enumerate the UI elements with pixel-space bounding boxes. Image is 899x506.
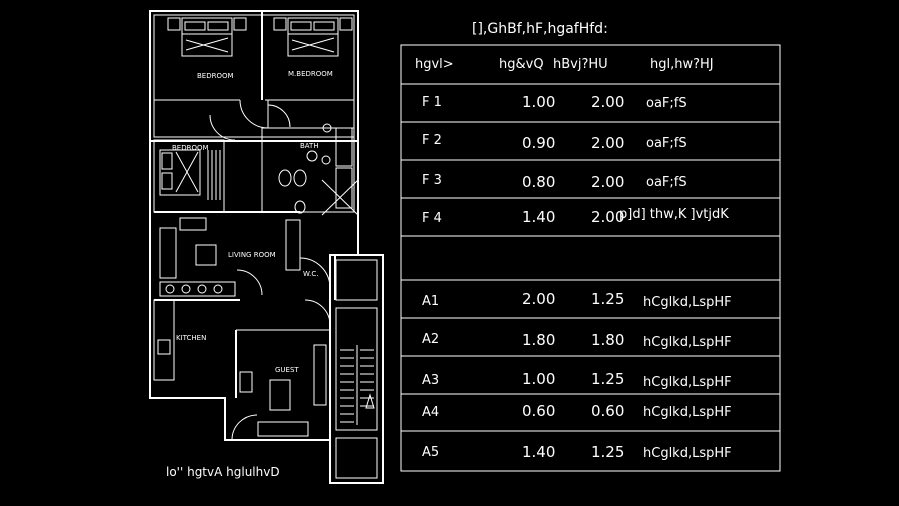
bed-icon [159, 149, 201, 196]
room-label-bedroom2: BEDROOM [172, 144, 209, 152]
schedule-title: [],GhBf,hF,hgafHfd: [472, 21, 608, 37]
sink-icon [306, 150, 318, 162]
header-width: hg&vQ [499, 57, 544, 72]
toilet-icon [293, 169, 307, 187]
row-width: 1.00 [522, 93, 555, 111]
row-material: hCglkd,LspHF [643, 446, 732, 461]
row-width: 1.00 [522, 370, 555, 388]
table-row: A4 0.60 0.60 hCglkd,LspHF [422, 402, 732, 420]
row-code: F 1 [422, 95, 442, 110]
row-material: oaF;fS [646, 96, 687, 111]
table-row: A5 1.40 1.25 hCglkd,LspHF [422, 443, 732, 461]
sofa-icon [239, 344, 327, 437]
table-row: F 4 1.40 2.00 p]d] thw,K ]vtjdK [422, 207, 729, 226]
door-swing [304, 299, 331, 326]
row-code: F 3 [422, 173, 442, 188]
row-code: A2 [422, 332, 439, 347]
kitchen-counter [153, 299, 175, 381]
room-label-guest: GUEST [275, 366, 299, 374]
table-row: A1 2.00 1.25 hCglkd,LspHF [422, 290, 732, 310]
row-width: 2.00 [522, 290, 555, 308]
row-width: 1.80 [522, 331, 555, 349]
table-border [400, 44, 781, 472]
stair-treads [340, 345, 375, 425]
row-height: 2.00 [591, 134, 624, 152]
row-material: hCglkd,LspHF [643, 375, 732, 390]
room-label-bedroom: BEDROOM [197, 72, 234, 80]
row-width: 0.90 [522, 134, 555, 152]
closet [207, 150, 221, 200]
row-code: A5 [422, 445, 439, 460]
table-row: F 1 1.00 2.00 oaF;fS [422, 93, 687, 111]
header-material: hgl,hw?HJ [650, 57, 714, 72]
landing [335, 437, 378, 479]
row-height: 2.00 [591, 93, 624, 111]
row-height: 1.25 [591, 370, 624, 388]
sink-icon [322, 123, 332, 133]
room-label-master-bedroom: M.BEDROOM [288, 70, 333, 78]
room-label-kitchen: KITCHEN [176, 334, 206, 342]
row-code: A3 [422, 373, 439, 388]
door-swing [209, 114, 236, 141]
row-height: 2.00 [591, 173, 624, 191]
door-swing [231, 414, 258, 441]
landing [335, 259, 378, 301]
plan-caption: lo'' hgtvA hglulhvD [166, 465, 280, 479]
row-code: A4 [422, 405, 439, 420]
row-material: p]d] thw,K ]vtjdK [619, 207, 729, 222]
sink-icon [321, 155, 331, 165]
table-icon [159, 281, 236, 297]
row-material: hCglkd,LspHF [643, 295, 732, 310]
shower [335, 167, 353, 209]
table-row: A3 1.00 1.25 hCglkd,LspHF [422, 370, 732, 390]
outer-wall-left [149, 141, 331, 441]
row-height: 1.25 [591, 290, 624, 308]
room-label-wc: W.C. [303, 270, 318, 278]
row-height: 0.60 [591, 402, 624, 420]
table-row: F 2 0.90 2.00 oaF;fS [422, 133, 687, 152]
row-height: 1.80 [591, 331, 624, 349]
row-height: 2.00 [591, 208, 624, 226]
room-label-bath: BATH [300, 142, 319, 150]
row-width: 1.40 [522, 208, 555, 226]
table-row: A2 1.80 1.80 hCglkd,LspHF [422, 331, 732, 350]
bathtub [335, 127, 353, 167]
schedule-table: [],GhBf,hF,hgafHfd: hgvl> hg&vQ hBvj?HU … [400, 21, 781, 472]
bath-area [261, 127, 355, 213]
top-block-outline [149, 10, 359, 142]
row-code: F 4 [422, 211, 442, 226]
bed-icon [167, 17, 247, 57]
stair-well [335, 307, 378, 431]
toilet-icon [278, 169, 292, 187]
door-swing [267, 104, 291, 128]
door-swing [236, 269, 263, 296]
row-height: 1.25 [591, 443, 624, 461]
sink-icon [157, 339, 171, 355]
header-height: hBvj?HU [553, 57, 608, 72]
header-code: hgvl> [415, 57, 454, 72]
row-material: hCglkd,LspHF [643, 335, 732, 350]
room-label-living-room: LIVING ROOM [228, 251, 276, 259]
row-code: F 2 [422, 133, 442, 148]
shaft [321, 179, 359, 216]
table-row: F 3 0.80 2.00 oaF;fS [422, 173, 687, 191]
outer-wall-right [334, 141, 359, 300]
floor-plan: BEDROOM M.BEDROOM BEDROOM BATH [149, 10, 384, 484]
row-code: A1 [422, 294, 439, 309]
row-material: oaF;fS [646, 136, 687, 151]
bed-icon [273, 17, 353, 57]
row-material: hCglkd,LspHF [643, 405, 732, 420]
row-width: 0.80 [522, 173, 555, 191]
row-material: oaF;fS [646, 175, 687, 190]
staircase-block [329, 254, 384, 484]
row-width: 1.40 [522, 443, 555, 461]
inner-wall-top [153, 14, 355, 138]
table-grid [401, 83, 780, 432]
sofa-icon [159, 217, 301, 279]
row-width: 0.60 [522, 402, 555, 420]
door-swing [239, 99, 269, 129]
